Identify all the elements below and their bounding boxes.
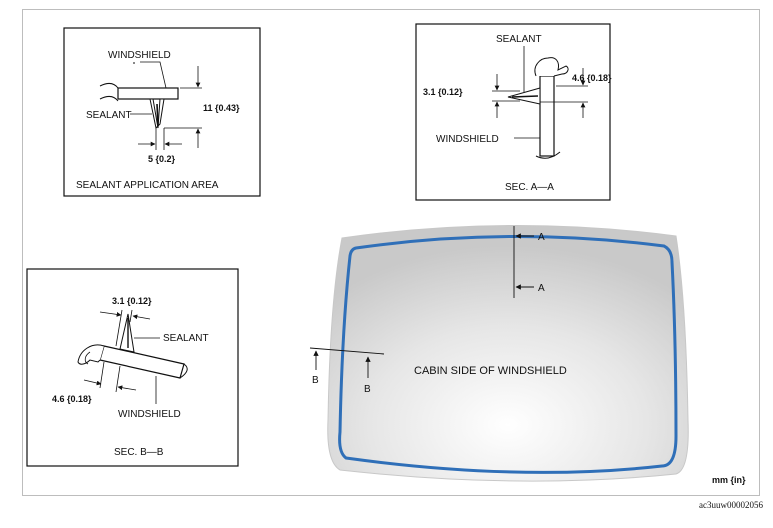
ext-line-d2 [115, 365, 121, 393]
section-a-label-bottom: A [538, 283, 545, 294]
dim-left-label: 3.1 {0.12} [423, 87, 463, 97]
windshield-view: A A B B CABIN SIDE OF WINDSHIELD [309, 224, 689, 482]
molding-profile [77, 344, 105, 365]
units-label: mm {in} [712, 475, 746, 485]
caption-section-b-b: SEC. B—B [114, 447, 164, 458]
label-windshield: WINDSHIELD [118, 409, 181, 420]
dim-right-label: 4.6 {0.18} [572, 73, 612, 83]
dim-width-label: 5 {0.2} [148, 154, 176, 164]
sealant-bead [119, 313, 135, 353]
detail-section-a-a: SEALANT 3.1 {0.12} 4.6 {0.18} WINDSHIELD… [415, 23, 612, 201]
dim-arrow-c-left [99, 311, 122, 317]
caption-section-a-a: SEC. A—A [505, 182, 554, 193]
label-windshield: WINDSHIELD [436, 134, 499, 145]
section-b-label-right: B [364, 384, 371, 395]
dim-arrow-d-right [117, 385, 137, 391]
dim-height-label: 11 {0.43} [203, 103, 240, 113]
break-line-left [99, 82, 119, 89]
detail-sealant-application-area: WINDSHIELD SEALANT 11 {0.43} 5 {0.2} SEA… [63, 27, 261, 197]
section-b-label-left: B [312, 375, 319, 386]
cabin-side-label: CABIN SIDE OF WINDSHIELD [414, 365, 567, 377]
section-a-label-top: A [538, 232, 545, 243]
label-windshield: WINDSHIELD [108, 50, 171, 61]
caption-sealant-application-area: SEALANT APPLICATION AREA [76, 180, 219, 191]
glass-plate [539, 75, 555, 157]
dim-arrow-c-right [132, 314, 151, 320]
sealant-core [511, 95, 539, 98]
sealant-bead [149, 98, 165, 130]
dim-arrow-d-left [83, 379, 102, 386]
label-sealant: SEALANT [496, 34, 542, 45]
break-line-left-2 [99, 95, 119, 102]
ext-line-c2 [129, 309, 133, 323]
dim-top-label: 3.1 {0.12} [112, 296, 152, 306]
break-line-bottom [535, 151, 561, 159]
break-line-right [179, 363, 188, 379]
section-b-cut-line [309, 347, 385, 355]
label-sealant: SEALANT [163, 333, 209, 344]
figure-id: ac3uuw00002056 [699, 500, 763, 510]
windshield-glass [327, 224, 689, 482]
molding-detail [84, 351, 91, 365]
sealant-application-line [338, 235, 678, 474]
dim-bottom-label: 4.6 {0.18} [52, 394, 92, 404]
molding-profile [534, 57, 569, 77]
detail-section-b-b: 3.1 {0.12} SEALANT 4.6 {0.18} WINDSHIELD… [26, 268, 239, 467]
sealant-core [156, 103, 159, 127]
detail-box [415, 23, 611, 201]
glass-plate [117, 87, 179, 100]
label-sealant: SEALANT [86, 110, 132, 121]
windshield-leader-line [140, 61, 167, 89]
